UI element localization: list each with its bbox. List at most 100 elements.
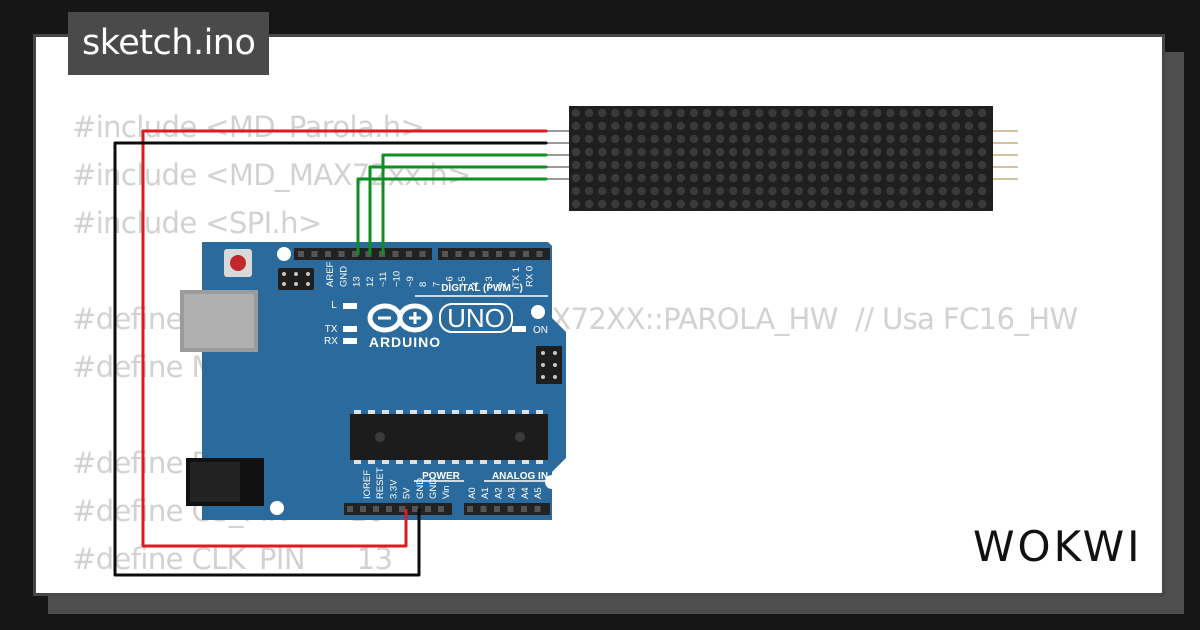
matrix-led	[715, 134, 725, 144]
matrix-led	[912, 186, 921, 196]
matrix-led	[689, 134, 699, 144]
wire-gnd[interactable]	[113, 141, 548, 577]
led-label-tx: TX	[325, 324, 338, 335]
analog-header-label: ANALOG IN	[492, 471, 548, 482]
matrix-led	[715, 199, 725, 209]
matrix-led	[833, 173, 843, 183]
matrix-led	[584, 186, 594, 196]
atmega-chip	[350, 414, 548, 460]
matrix-led	[584, 121, 594, 131]
led-matrix-max7219[interactable]	[544, 106, 1018, 211]
matrix-led	[846, 173, 856, 183]
matrix-led	[820, 134, 830, 144]
arduino-uno-board[interactable]: UNO ARDUINO DIGITAL (PWM ~) L TX RX ON P…	[180, 242, 566, 520]
matrix-led	[624, 121, 633, 131]
matrix-led	[925, 160, 934, 170]
matrix-led	[742, 186, 751, 196]
matrix-led	[781, 121, 790, 131]
matrix-led	[650, 186, 659, 196]
matrix-led	[807, 173, 816, 183]
matrix-led	[663, 121, 672, 131]
matrix-led	[689, 186, 699, 196]
matrix-led	[912, 147, 921, 157]
matrix-led	[584, 199, 594, 209]
matrix-led	[833, 147, 843, 157]
matrix-led	[571, 147, 581, 157]
uno-label: UNO	[447, 303, 505, 333]
matrix-led	[938, 160, 947, 170]
pin-label: IOREF	[362, 470, 373, 499]
matrix-led	[886, 186, 895, 196]
matrix-led	[781, 199, 790, 209]
pin-label: RESET	[375, 467, 386, 499]
matrix-led	[584, 134, 594, 144]
matrix-led	[781, 160, 790, 170]
matrix-led	[860, 121, 869, 131]
pin-label: TX 1	[511, 267, 522, 287]
matrix-led	[846, 121, 856, 131]
matrix-led	[676, 199, 685, 209]
matrix-led	[676, 108, 685, 118]
pin-label: A1	[480, 487, 491, 499]
matrix-led	[833, 186, 843, 196]
matrix-led	[951, 134, 961, 144]
matrix-led	[637, 186, 646, 196]
matrix-led	[755, 186, 764, 196]
pin-label: ~3	[484, 276, 495, 287]
matrix-led	[925, 108, 934, 118]
matrix-pins-right	[993, 130, 1018, 180]
matrix-led	[571, 199, 581, 209]
pin-label: 4	[471, 282, 482, 287]
matrix-led	[663, 160, 672, 170]
matrix-led	[624, 134, 633, 144]
matrix-led	[925, 199, 934, 209]
matrix-led	[637, 173, 646, 183]
matrix-led	[637, 147, 646, 157]
matrix-led	[689, 199, 699, 209]
matrix-led	[912, 160, 921, 170]
wire-cs[interactable]	[368, 165, 548, 256]
matrix-led	[938, 186, 947, 196]
matrix-led	[925, 121, 934, 131]
matrix-led	[938, 173, 947, 183]
matrix-led	[624, 199, 633, 209]
matrix-led	[846, 108, 856, 118]
matrix-led	[584, 160, 594, 170]
reset-button[interactable]	[224, 249, 252, 277]
matrix-led	[755, 147, 764, 157]
matrix-led	[781, 108, 790, 118]
matrix-led	[571, 173, 581, 183]
matrix-led	[964, 108, 974, 118]
matrix-led	[729, 147, 738, 157]
matrix-led	[650, 160, 659, 170]
matrix-led	[964, 199, 974, 209]
wire-vcc[interactable]	[141, 129, 548, 548]
matrix-led	[860, 160, 869, 170]
matrix-led	[689, 147, 699, 157]
pin-label: 5V	[402, 487, 413, 499]
matrix-led	[820, 160, 830, 170]
matrix-led	[977, 147, 987, 157]
matrix-led	[873, 108, 882, 118]
matrix-led	[650, 134, 659, 144]
matrix-led	[886, 121, 895, 131]
matrix-led	[768, 147, 777, 157]
pin-label: GND	[428, 478, 439, 499]
matrix-led	[886, 160, 895, 170]
matrix-led	[663, 186, 672, 196]
matrix-led	[768, 160, 777, 170]
matrix-led	[650, 121, 659, 131]
matrix-led	[912, 134, 921, 144]
wire-clk[interactable]	[356, 177, 548, 256]
matrix-led	[781, 186, 790, 196]
code-line: #include <MD_Parola.h>	[72, 110, 425, 144]
wire-din[interactable]	[381, 153, 548, 256]
matrix-led	[663, 134, 672, 144]
matrix-led	[571, 108, 581, 118]
matrix-led	[624, 186, 633, 196]
matrix-led	[820, 199, 830, 209]
matrix-led	[781, 147, 790, 157]
matrix-led	[951, 173, 961, 183]
matrix-led	[886, 199, 895, 209]
matrix-led	[676, 173, 685, 183]
